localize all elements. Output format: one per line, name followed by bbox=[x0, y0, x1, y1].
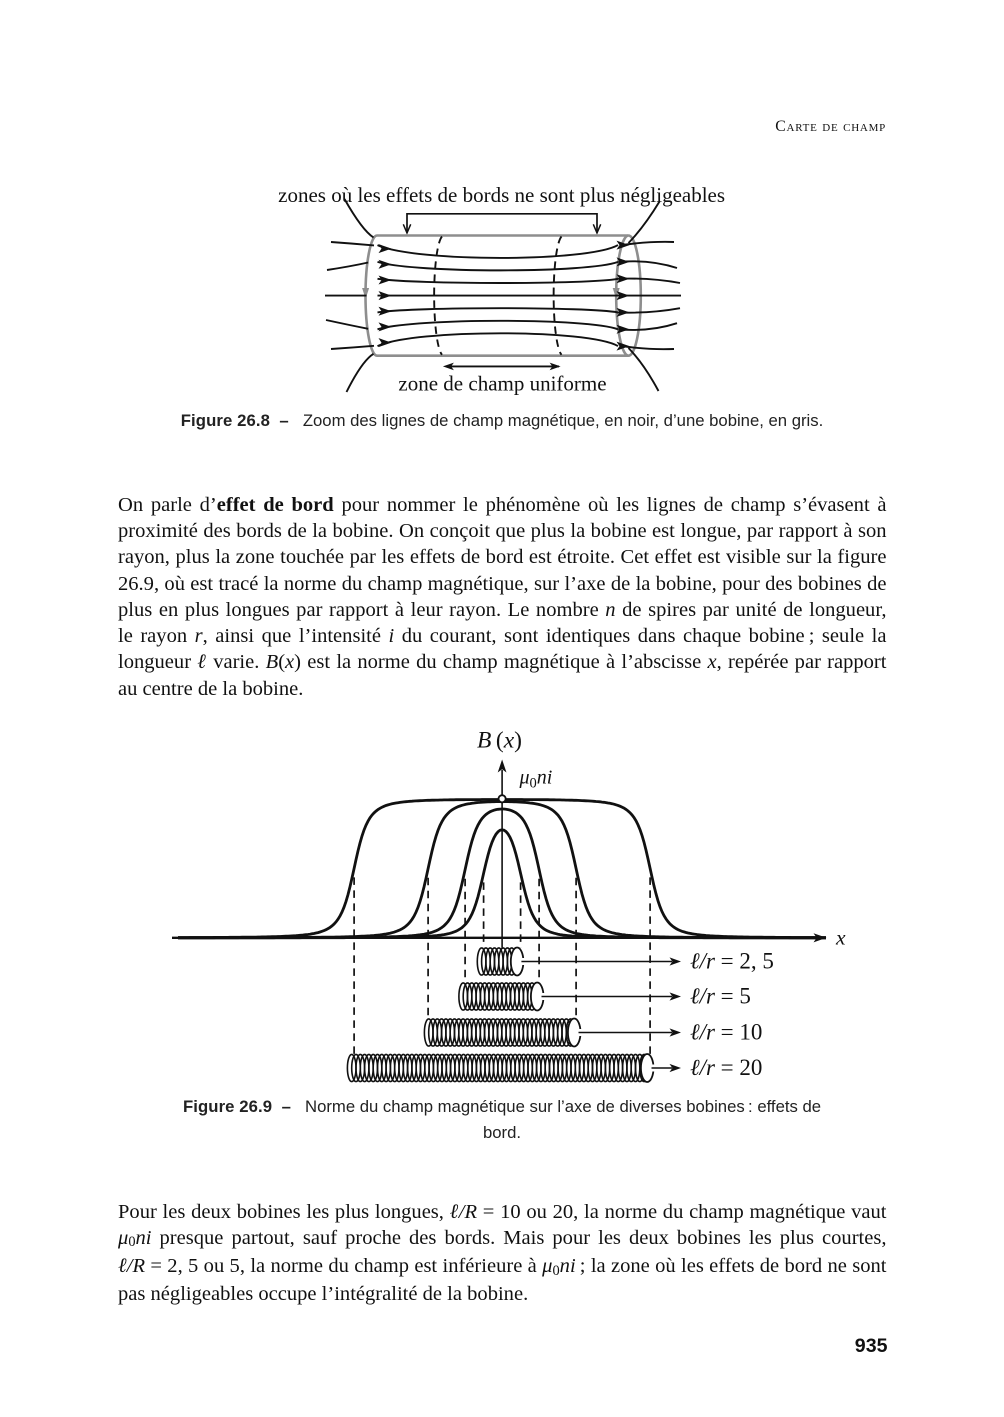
svg-text:x: x bbox=[835, 926, 846, 950]
svg-text:ℓ/r = 2, 5: ℓ/r = 2, 5 bbox=[690, 949, 774, 974]
svg-text:zone de champ uniforme: zone de champ uniforme bbox=[398, 372, 606, 396]
svg-text:ℓ/r = 20: ℓ/r = 20 bbox=[690, 1055, 762, 1080]
svg-text:ℓ/r = 10: ℓ/r = 10 bbox=[690, 1020, 762, 1045]
svg-text:zones où les effets de bords n: zones où les effets de bords ne sont plu… bbox=[278, 183, 725, 207]
svg-text:μ0ni: μ0ni bbox=[519, 766, 553, 791]
svg-text:B(x): B(x) bbox=[477, 728, 522, 754]
svg-text:ℓ/r = 5: ℓ/r = 5 bbox=[690, 984, 751, 1009]
